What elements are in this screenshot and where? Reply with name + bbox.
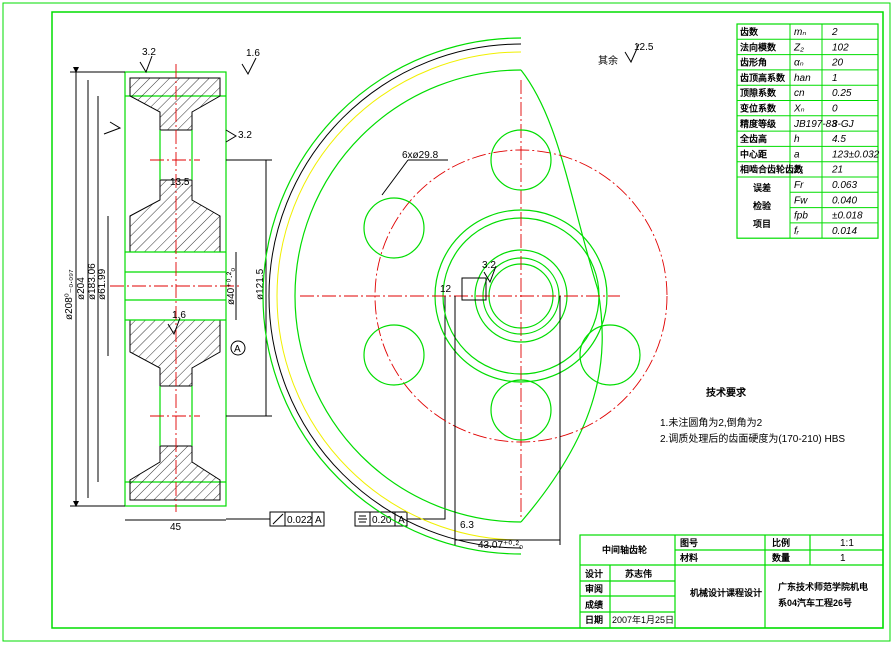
datum-a-label: A	[234, 344, 241, 355]
param-label: 齿顶高系数	[740, 72, 786, 83]
grade-label: 成绩	[585, 599, 603, 610]
dim-pitch-diameter: ø204	[76, 277, 87, 300]
param-value: 0	[832, 104, 838, 115]
param-symbol: JB197-83	[793, 119, 837, 130]
roughness-bore: 1.6	[172, 310, 186, 321]
param-value: 20	[831, 58, 844, 69]
dim-hub-diameter: ø61.99	[97, 268, 108, 300]
param-value: 0.25	[832, 88, 852, 99]
svg-text:0.022: 0.022	[287, 515, 312, 526]
error-group-label: 项目	[753, 219, 771, 229]
error-symbol: Fr	[794, 180, 804, 191]
front-view: 43.07⁺⁰·²₀ 12 6.3 3.2 6xø29.8	[262, 37, 668, 555]
param-symbol: αₙ	[794, 58, 804, 69]
param-label: 相啮合齿轮齿数	[740, 164, 804, 175]
param-label: 齿形角	[740, 57, 767, 68]
review-label: 审阅	[585, 583, 603, 594]
dim-keyway-offset: 6.3	[460, 520, 474, 531]
param-symbol: Xₙ	[793, 104, 805, 115]
roughness-web: 3.2	[238, 130, 252, 141]
scale-label: 比例	[772, 537, 790, 548]
error-symbol: fᵣ	[794, 226, 800, 237]
param-label: 顶隙系数	[740, 87, 777, 98]
error-symbol: Fw	[794, 195, 808, 206]
tech-req-item-2: 2.调质处理后的齿面硬度为(170-210) HBS	[660, 432, 845, 445]
roughness-top-left: 3.2	[142, 47, 156, 58]
param-value: 2	[831, 27, 838, 38]
param-symbol: a	[794, 149, 800, 160]
error-value: ±0.018	[832, 211, 863, 222]
svg-text:A: A	[315, 515, 322, 526]
error-value: 0.040	[832, 195, 857, 206]
dim-face-width: 45	[170, 522, 182, 533]
design-label: 设计	[585, 568, 603, 579]
material-label: 材料	[679, 552, 698, 563]
param-symbol: Z₂	[793, 42, 804, 53]
param-label: 变位系数	[740, 103, 777, 114]
param-value: 4.5	[832, 134, 846, 145]
param-label: 法向模数	[740, 41, 777, 52]
school-line-2: 系04汽车工程26号	[778, 597, 852, 608]
error-group-label: 误差	[753, 182, 771, 193]
roughness-top-right: 1.6	[246, 48, 260, 59]
roughness-rest-note: 其余	[598, 54, 618, 67]
svg-text:0.20: 0.20	[372, 515, 392, 526]
runout-tolerance: 0.022 A	[226, 511, 325, 527]
date-label: 日期	[585, 614, 603, 625]
dim-keyway-depth: 43.07⁺⁰·²₀	[478, 540, 523, 551]
roughness-keyway: 3.2	[482, 260, 496, 271]
scale-value: 1:1	[840, 538, 854, 549]
param-symbol: mₙ	[794, 27, 806, 38]
qty-value: 1	[840, 553, 846, 564]
error-group-label: 检验	[753, 200, 772, 211]
param-value: 123±0.032	[832, 149, 880, 160]
param-label: 全齿高	[739, 133, 767, 144]
param-value: 1	[832, 73, 838, 84]
dim-hole-circle: ø121.5	[255, 268, 266, 300]
dim-root-diameter: ø183.06	[87, 263, 98, 300]
param-value: 21	[831, 165, 843, 176]
dim-web-thickness: 13.5	[170, 177, 190, 188]
no-label: 图号	[680, 538, 698, 548]
svg-text:A: A	[398, 515, 405, 526]
param-symbol: h	[794, 134, 800, 145]
school-line-1: 广东技术师范学院机电	[778, 581, 868, 592]
error-value: 0.063	[832, 180, 857, 191]
tech-req-title: 技术要求	[706, 386, 747, 399]
param-label: 精度等级	[740, 118, 777, 129]
param-symbol: cn	[794, 88, 805, 99]
error-symbol: fpb	[794, 211, 808, 222]
param-value: 8-GJ	[832, 119, 855, 130]
parameters-table: 齿数 mₙ 2 法向模数 Z₂ 102 齿形角 αₙ 20 齿顶高系数 han 1 顶隙系数 cn 0.25…	[736, 23, 880, 239]
dim-holes: 6xø29.8	[402, 150, 439, 161]
param-symbol: han	[794, 73, 811, 84]
drawing-name: 中间轴齿轮	[602, 544, 647, 555]
qty-label: 数量	[772, 552, 790, 563]
roughness-rest: 12.5	[634, 42, 654, 53]
course-name: 机械设计课程设计	[690, 587, 762, 598]
dim-keyway-width: 12	[440, 284, 452, 295]
param-symbol: Z₁	[793, 165, 803, 176]
date-value: 2007年1月25日	[612, 614, 674, 625]
param-value: 102	[832, 42, 849, 53]
error-value: 0.014	[832, 226, 857, 237]
dim-tip-diameter: ø208⁰₋₀.₀₉₇	[64, 269, 75, 320]
designer-name: 苏志伟	[625, 568, 652, 579]
tech-req-item-1: 1.未注圆角为2,倒角为2	[660, 416, 763, 429]
dim-bore-diameter: ø40⁺⁰·²₀	[226, 268, 237, 305]
inner-frame	[51, 11, 884, 629]
title-block: 中间轴齿轮 图号 材料 比例 1:1 数量 1 设计 苏志伟 审阅 成绩 日期 …	[579, 534, 884, 629]
section-view: ø208⁰₋₀.₀₉₇ ø204 ø183.06 ø61.99 ø40⁺⁰·²₀…	[64, 47, 272, 533]
symmetry-tolerance: 0.20 A	[354, 296, 446, 527]
param-label: 齿数	[740, 26, 759, 37]
param-label: 中心距	[740, 148, 767, 159]
